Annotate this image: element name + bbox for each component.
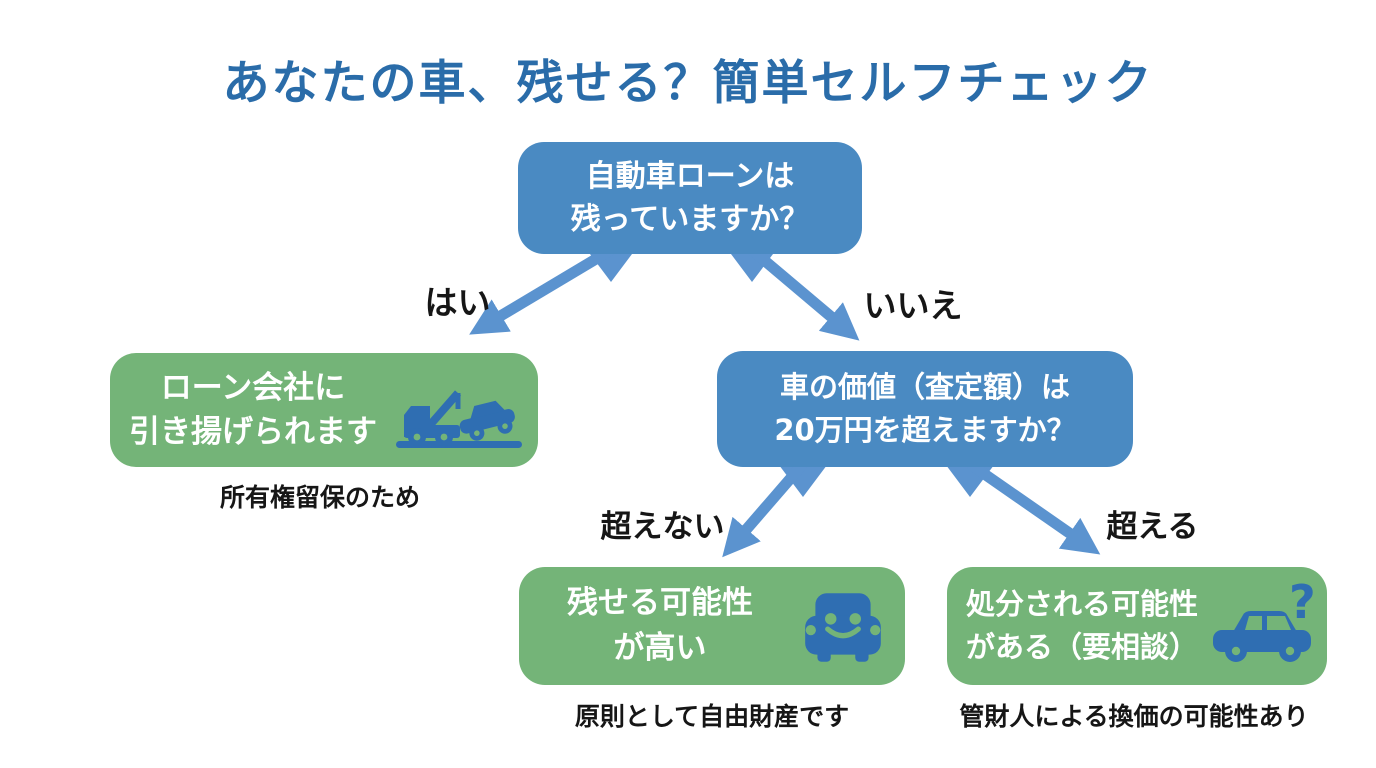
- branch-label-not-exceed: 超えない: [600, 509, 725, 545]
- happy-car-icon: [805, 593, 881, 662]
- arrow-exceed: [943, 459, 1101, 555]
- node-text-line: ローン会社に: [160, 369, 346, 406]
- node-text-line: 20万円を超えますか？: [774, 413, 1076, 447]
- arrow-no: [725, 245, 860, 341]
- node-dispose: 処分される可能性 がある（要相談） ?: [947, 567, 1327, 685]
- node-loan-question: 自動車ローンは 残っていますか？: [518, 142, 862, 254]
- caption-dispose: 管財人による換価の可能性あり: [959, 702, 1309, 731]
- node-keep-text: 残せる可能性 が高い: [527, 581, 793, 671]
- node-text-line: 処分される可能性: [965, 586, 1198, 621]
- svg-text:?: ?: [1289, 578, 1316, 629]
- arrow-not-exceed: [722, 460, 830, 558]
- caption-repossessed: 所有権留保のため: [219, 483, 420, 512]
- node-text-line: がある（要相談）: [965, 630, 1198, 664]
- arrow-yes: [469, 245, 638, 335]
- node-repossessed-text: ローン会社に 引き揚げられます: [116, 366, 390, 454]
- node-repossessed: ローン会社に 引き揚げられます: [110, 353, 538, 467]
- node-text-line: 引き揚げられます: [129, 414, 377, 450]
- node-text-line: 残っていますか？: [570, 202, 810, 237]
- tow-truck-icon: [396, 390, 522, 448]
- node-value-question: 車の価値（査定額）は 20万円を超えますか？: [717, 351, 1133, 467]
- node-keep: 残せる可能性 が高い: [519, 567, 905, 685]
- branch-label-yes: はい: [424, 283, 491, 322]
- node-text-line: 残せる可能性: [567, 585, 753, 622]
- node-text-line: 自動車ローンは: [585, 158, 795, 194]
- node-text-line: 車の価値（査定額）は: [779, 369, 1070, 404]
- page-title: あなたの車、残せる？簡単セルフチェック: [222, 56, 1154, 111]
- node-loan-question-text: 自動車ローンは 残っていますか？: [518, 155, 862, 242]
- node-dispose-text: 処分される可能性 がある（要相談）: [957, 583, 1207, 670]
- question-car-icon: ?: [1213, 578, 1316, 662]
- node-value-question-text: 車の価値（査定額）は 20万円を超えますか？: [717, 366, 1133, 453]
- branch-label-exceed: 超える: [1106, 509, 1199, 545]
- branch-label-no: いいえ: [863, 286, 963, 325]
- caption-keep: 原則として自由財産です: [574, 702, 850, 731]
- node-text-line: が高い: [613, 630, 707, 666]
